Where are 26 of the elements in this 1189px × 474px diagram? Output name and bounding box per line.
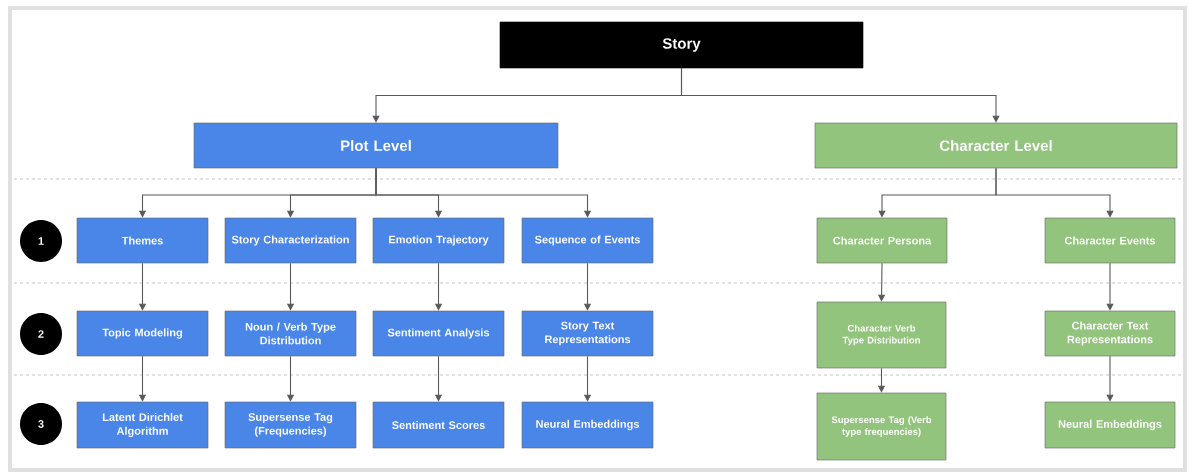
process-box: Sentiment Analysis — [372, 310, 505, 357]
process-box: Character Text Representations — [1044, 310, 1176, 357]
arrow — [1106, 355, 1114, 402]
process-box: Noun / Verb Type Distribution — [224, 310, 357, 357]
process-box: Supersense Tag (Frequencies) — [224, 401, 357, 449]
process-box: Character Events — [1044, 217, 1176, 264]
process-box: Supersense Tag (Verb type frequencies) — [816, 392, 947, 461]
process-box: Character Level — [814, 122, 1178, 169]
process-box: Themes — [76, 217, 209, 264]
step-number: 3 — [20, 403, 62, 445]
process-box: Latent Dirichlet Algorithm — [76, 401, 209, 449]
step-number: 1 — [20, 220, 62, 262]
process-box: Neural Embeddings — [521, 401, 654, 449]
process-box: Story Characterization — [224, 217, 357, 264]
process-box: Emotion Trajectory — [372, 217, 505, 264]
process-box: Neural Embeddings — [1044, 401, 1176, 449]
root-box: Story — [499, 21, 864, 69]
step-number: 2 — [20, 313, 62, 355]
process-box: Story Text Representations — [521, 310, 654, 357]
process-box: Character Persona — [816, 217, 948, 264]
process-box: Topic Modeling — [76, 310, 209, 357]
process-box: Character Verb Type Distribution — [816, 301, 947, 369]
process-box: Sentiment Scores — [372, 401, 505, 449]
process-box: Sequence of Events — [521, 217, 654, 264]
arrow — [1106, 262, 1114, 311]
process-box: Plot Level — [193, 122, 559, 169]
